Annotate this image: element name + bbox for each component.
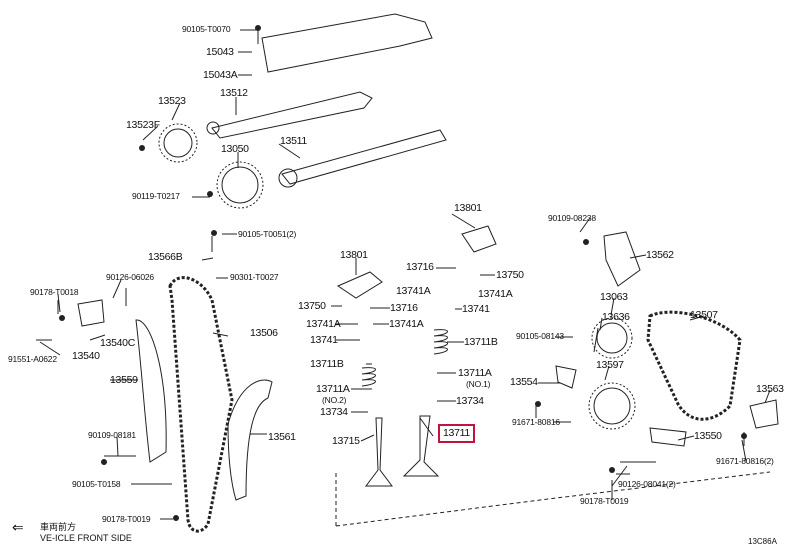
label-90126-06026: 90126-06026	[106, 272, 154, 282]
label-13711B-a: 13711B	[464, 336, 498, 348]
label-13711-highlighted[interactable]: 13711	[438, 424, 475, 443]
label-13063: 13063	[600, 291, 628, 303]
vehicle-front-jp-label: 車両前方	[40, 522, 77, 532]
label-13715: 13715	[332, 435, 360, 447]
label-13741A-a: 13741A	[396, 285, 431, 297]
label-13741A-b: 13741A	[478, 288, 513, 300]
label-13540C: 13540C	[100, 337, 135, 349]
label-13734-b: 13734	[320, 406, 348, 418]
label-13562: 13562	[646, 249, 674, 261]
label-90301-T0027: 90301-T0027	[230, 272, 279, 282]
label-13801-b: 13801	[454, 202, 482, 214]
label-13597: 13597	[596, 359, 624, 371]
label-13801-a: 13801	[340, 249, 368, 261]
label-13716-b: 13716	[390, 302, 418, 314]
label-13741-a: 13741	[462, 303, 490, 315]
label-13636: 13636	[602, 311, 630, 323]
label-90105-08143: 90105-08143	[516, 331, 564, 341]
label-91671-80816: 91671-80816	[512, 417, 560, 427]
label-13716-a: 13716	[406, 261, 434, 273]
front-direction-arrow-icon: ⇐	[12, 519, 24, 535]
label-15043A: 15043A	[203, 69, 238, 81]
label-13507: 13507	[690, 309, 718, 321]
label-13559: 13559	[110, 374, 138, 386]
label-13563: 13563	[756, 383, 784, 395]
label-13711A-a: 13711A	[458, 367, 492, 379]
label-90119-T0217: 90119-T0217	[132, 191, 180, 201]
label-13523: 13523	[158, 95, 186, 107]
label-13511: 13511	[280, 135, 307, 147]
label-13550: 13550	[694, 430, 722, 442]
label-91671-80816-2: 91671-80816(2)	[716, 456, 774, 466]
label-13711A-b: 13711A	[316, 383, 350, 395]
label-90178-T0019-left: 90178-T0019	[102, 514, 151, 524]
label-13566B: 13566B	[148, 251, 183, 263]
label-13050: 13050	[221, 143, 249, 155]
diagram-code: 13C86A	[748, 537, 777, 546]
label-13741A-c: 13741A	[306, 318, 341, 330]
label-13741-b: 13741	[310, 334, 338, 346]
label-90105-T0070: 90105-T0070	[182, 24, 231, 34]
label-90178-T0019-right: 90178-T0019	[580, 496, 629, 506]
vehicle-front-en-label: VE-ICLE FRONT SIDE	[40, 533, 132, 543]
label-15043: 15043	[206, 46, 234, 58]
label-13711B-b: 13711B	[310, 358, 344, 370]
label-90178-T0018: 90178-T0018	[30, 287, 79, 297]
label-13523F: 13523F	[126, 119, 160, 131]
label-13741A-d: 13741A	[389, 318, 424, 330]
label-90105-T0158: 90105-T0158	[72, 479, 121, 489]
label-13734-a: 13734	[456, 395, 484, 407]
label-90109-08181: 90109-08181	[88, 430, 136, 440]
label-13750-a: 13750	[496, 269, 524, 281]
label-13540: 13540	[72, 350, 100, 362]
label-13512: 13512	[220, 87, 248, 99]
label-90109-08238: 90109-08238	[548, 213, 596, 223]
label-13506: 13506	[250, 327, 278, 339]
label-no2: (NO.2)	[322, 395, 347, 405]
label-90126-08041: 90126-08041(2)	[618, 479, 676, 489]
label-91551-A0622: 91551-A0622	[8, 354, 57, 364]
label-no1: (NO.1)	[466, 379, 491, 389]
label-90105-T0051: 90105-T0051(2)	[238, 229, 297, 239]
label-13554: 13554	[510, 376, 538, 388]
label-13750-b: 13750	[298, 300, 326, 312]
label-13561: 13561	[268, 431, 296, 443]
